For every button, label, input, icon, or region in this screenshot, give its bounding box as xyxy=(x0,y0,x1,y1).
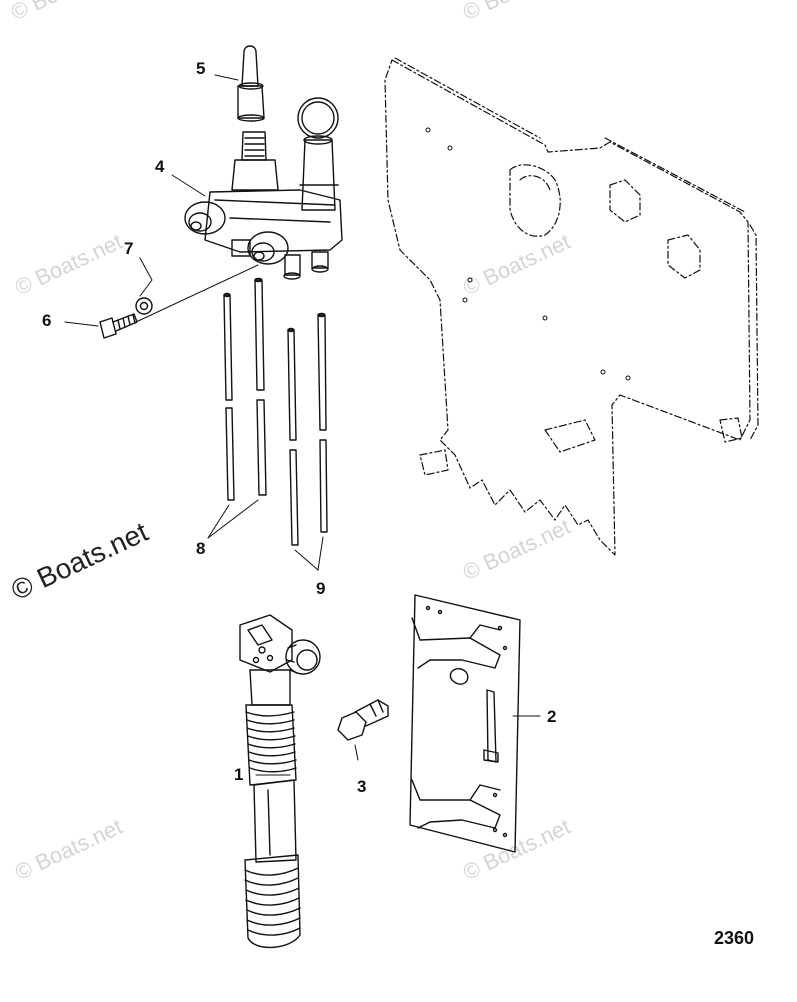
callout-4: 4 xyxy=(155,157,165,176)
part-3-bolt xyxy=(337,699,389,741)
transom-plate-holes xyxy=(425,127,631,381)
transom-plate xyxy=(384,57,759,556)
figure-number: 2360 xyxy=(714,928,755,948)
part-4-valve-assembly xyxy=(184,97,343,280)
callout-7: 7 xyxy=(124,239,134,258)
callout-8: 8 xyxy=(196,539,206,558)
callout-1: 1 xyxy=(234,765,244,784)
part-1-handle xyxy=(239,614,321,949)
callout-9: 9 xyxy=(316,579,326,598)
part-5-pin xyxy=(237,45,265,122)
part-2-bracket xyxy=(409,594,521,853)
part-9-tubes xyxy=(287,312,328,546)
callout-3: 3 xyxy=(357,777,367,796)
part-8-tubes xyxy=(223,277,267,501)
part-7-washer xyxy=(135,297,153,315)
callout-5: 5 xyxy=(196,59,206,78)
callout-2: 2 xyxy=(547,707,557,726)
callout-6: 6 xyxy=(42,311,52,330)
part-6-bolt xyxy=(99,313,138,339)
